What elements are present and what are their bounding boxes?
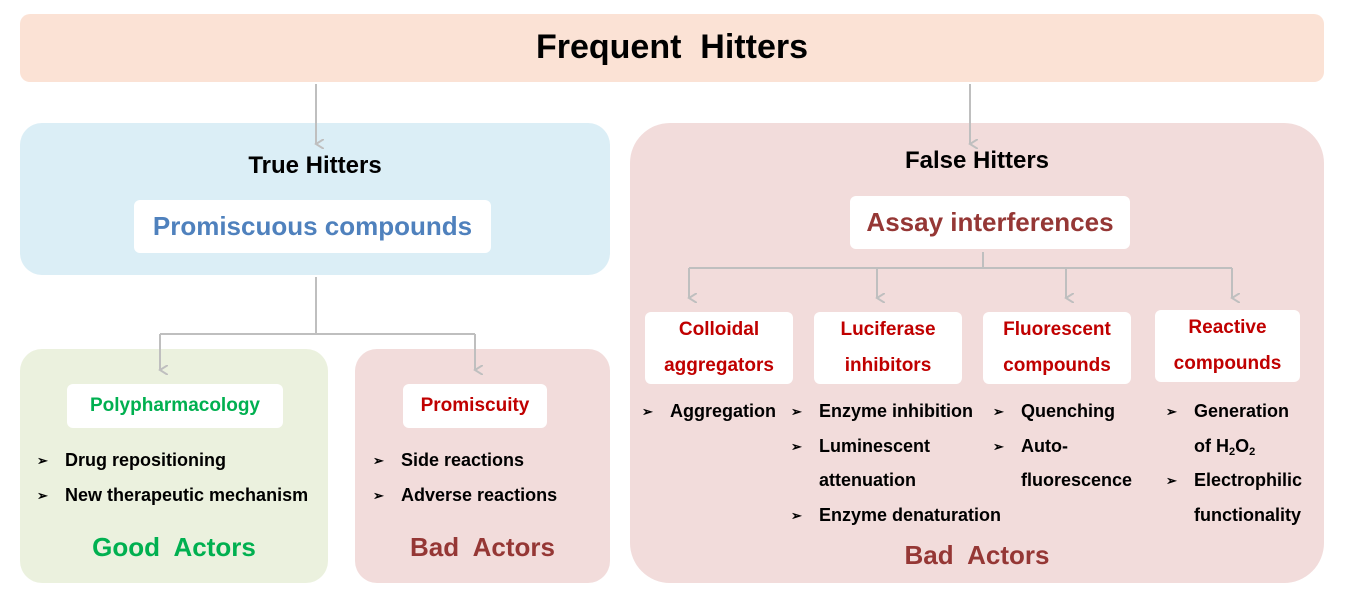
colloidal-aggregators-box: Colloidal aggregators: [645, 312, 793, 384]
bullet-marker-icon: ➢: [791, 404, 802, 419]
false-hitters-actor-label: Bad Actors: [904, 540, 1050, 570]
luciferase-label-line2: inhibitors: [844, 355, 932, 376]
diagram-title: Frequent Hitters: [535, 28, 809, 66]
luciferase-label-line1: Luciferase: [840, 319, 936, 340]
bullet-marker-icon: ➢: [373, 488, 384, 503]
bullet-electrophilic-cont: functionality: [1194, 505, 1301, 525]
promiscuous-compounds-box: Promiscuous compounds: [134, 200, 491, 253]
fluorescent-label-line1: Fluorescent: [1003, 319, 1111, 340]
colloidal-label-line1: Colloidal: [678, 319, 760, 340]
fluorescent-compounds-box: Fluorescent compounds: [983, 312, 1131, 384]
bullet-marker-icon: ➢: [1166, 404, 1177, 419]
promiscuity-box: Promiscuity: [403, 384, 547, 428]
bullet-marker-icon: ➢: [37, 453, 48, 468]
bullet-drug-repositioning: ➢Drug repositioning: [37, 443, 226, 478]
bullet-luminescent-cont: attenuation: [819, 470, 916, 490]
bullet-marker-icon: ➢: [993, 404, 1004, 419]
promiscuous-compounds-label: Promiscuous compounds: [152, 211, 473, 241]
bad-actors-left-label: Bad Actors: [410, 532, 555, 562]
bullet-marker-icon: ➢: [791, 439, 802, 454]
promiscuity-label: Promiscuity: [420, 395, 530, 416]
bullet-quenching: ➢Quenching: [993, 394, 1115, 429]
bullet-marker-icon: ➢: [37, 488, 48, 503]
true-hitters-branch: [160, 277, 317, 335]
bullet-generation: ➢Generation: [1166, 394, 1289, 429]
luciferase-inhibitors-box: Luciferase inhibitors: [814, 312, 962, 384]
reactive-label-line1: Reactive: [1188, 317, 1267, 338]
polypharmacology-label: Polypharmacology: [90, 395, 260, 416]
fluorescent-label-line2: compounds: [1003, 355, 1111, 376]
bullet-enzyme-denaturation: ➢Enzyme denaturation: [791, 498, 1001, 533]
bullet-marker-icon: ➢: [642, 404, 653, 419]
true-hitters-title: True Hitters: [248, 152, 382, 179]
reactive-compounds-box: Reactive compounds: [1155, 310, 1300, 382]
bullet-enzyme-inhibition: ➢Enzyme inhibition: [791, 394, 973, 429]
bullet-marker-icon: ➢: [373, 453, 384, 468]
false-hitters-title: False Hitters: [904, 147, 1050, 174]
bullet-side-reactions: ➢Side reactions: [373, 443, 524, 478]
title-banner: [20, 14, 1324, 82]
polypharmacology-box: Polypharmacology: [67, 384, 283, 428]
assay-interferences-box: Assay interferences: [850, 196, 1130, 249]
bullet-auto-fluorescence-cont: fluorescence: [1021, 470, 1133, 490]
bullet-marker-icon: ➢: [791, 508, 802, 523]
bullet-electrophilic: ➢Electrophilic: [1166, 463, 1302, 498]
reactive-label-line2: compounds: [1173, 353, 1282, 374]
bullet-new-therapeutic-mechanism: ➢New therapeutic mechanism: [37, 478, 308, 513]
bullet-generation-cont: of H2O2: [1194, 436, 1256, 458]
good-actors-label: Good Actors: [92, 532, 256, 562]
bullet-aggregation: ➢Aggregation: [642, 394, 776, 429]
bullet-auto-fluorescence: ➢Auto-: [993, 429, 1068, 464]
bullet-adverse-reactions: ➢Adverse reactions: [373, 478, 557, 513]
bullet-marker-icon: ➢: [1166, 473, 1177, 488]
bullet-luminescent: ➢Luminescent: [791, 429, 930, 464]
assay-interferences-label: Assay interferences: [866, 207, 1114, 237]
colloidal-label-line2: aggregators: [664, 355, 774, 376]
bullet-marker-icon: ➢: [993, 439, 1004, 454]
